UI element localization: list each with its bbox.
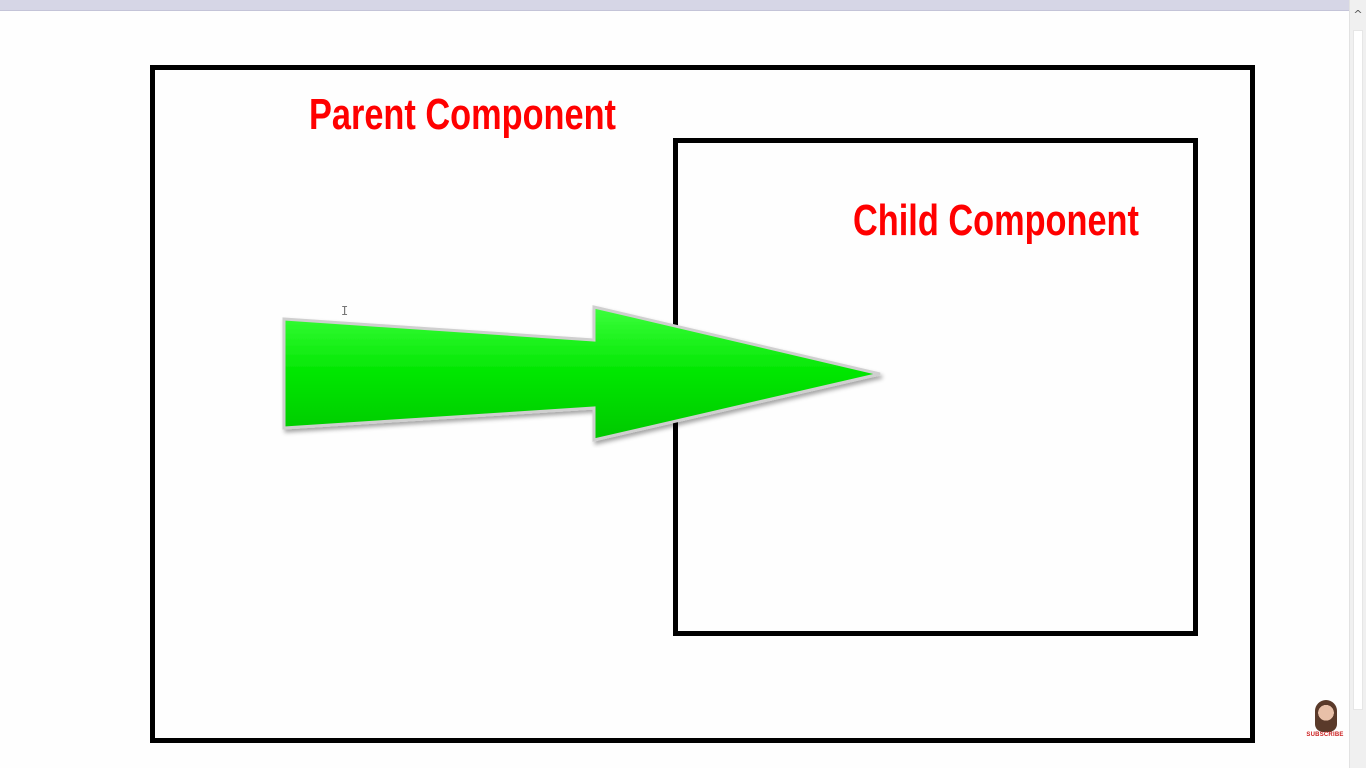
chevron-up-icon[interactable]: ^ [1353,8,1363,21]
subscribe-badge[interactable]: SUBSCRIBE [1306,700,1344,742]
parent-component-box [150,65,1255,743]
vertical-scrollbar[interactable]: ^ [1349,0,1366,768]
avatar-icon [1315,700,1337,732]
subscribe-caption: SUBSCRIBE [1306,732,1344,738]
data-flow-arrow [282,305,881,442]
text-cursor-icon: I [341,304,349,318]
scrollbar-thumb[interactable] [1353,30,1363,710]
arrow-shape [282,305,881,442]
parent-component-label: Parent Component [309,90,616,139]
window-top-bar [0,0,1350,11]
child-component-label: Child Component [853,196,1139,245]
